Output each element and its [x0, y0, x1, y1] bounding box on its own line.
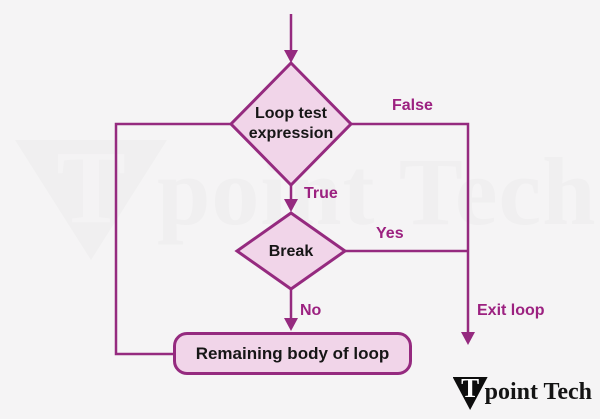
loop-test-label-line2: expression [248, 125, 334, 142]
no-label: No [300, 302, 322, 319]
logo-text: point Tech [484, 379, 592, 405]
remaining-body-label: Remaining body of loop [195, 343, 390, 363]
break-label: Break [268, 243, 314, 260]
exit-loop-label: Exit loop [477, 302, 545, 319]
false-exit-line [351, 122, 470, 333]
remaining-body-box: Remaining body of loop [173, 332, 412, 375]
entry-arrow-head [284, 50, 298, 63]
true-arrow-head [284, 199, 298, 212]
true-label: True [304, 185, 338, 202]
loop-test-label: Loop test expression [231, 104, 351, 144]
break-diamond [234, 211, 348, 291]
loop-test-diamond [228, 60, 354, 188]
brand-logo: T point Tech [452, 377, 592, 410]
logo-triangle-icon: T [452, 377, 488, 410]
logo-letter-t: T [461, 373, 480, 403]
false-label: False [392, 97, 433, 114]
loop-test-label-line1: Loop test [255, 105, 327, 122]
yes-label: Yes [376, 225, 404, 242]
exit-arrow-head [461, 332, 475, 345]
no-arrow-head [284, 318, 298, 331]
loopback-line [114, 122, 231, 356]
